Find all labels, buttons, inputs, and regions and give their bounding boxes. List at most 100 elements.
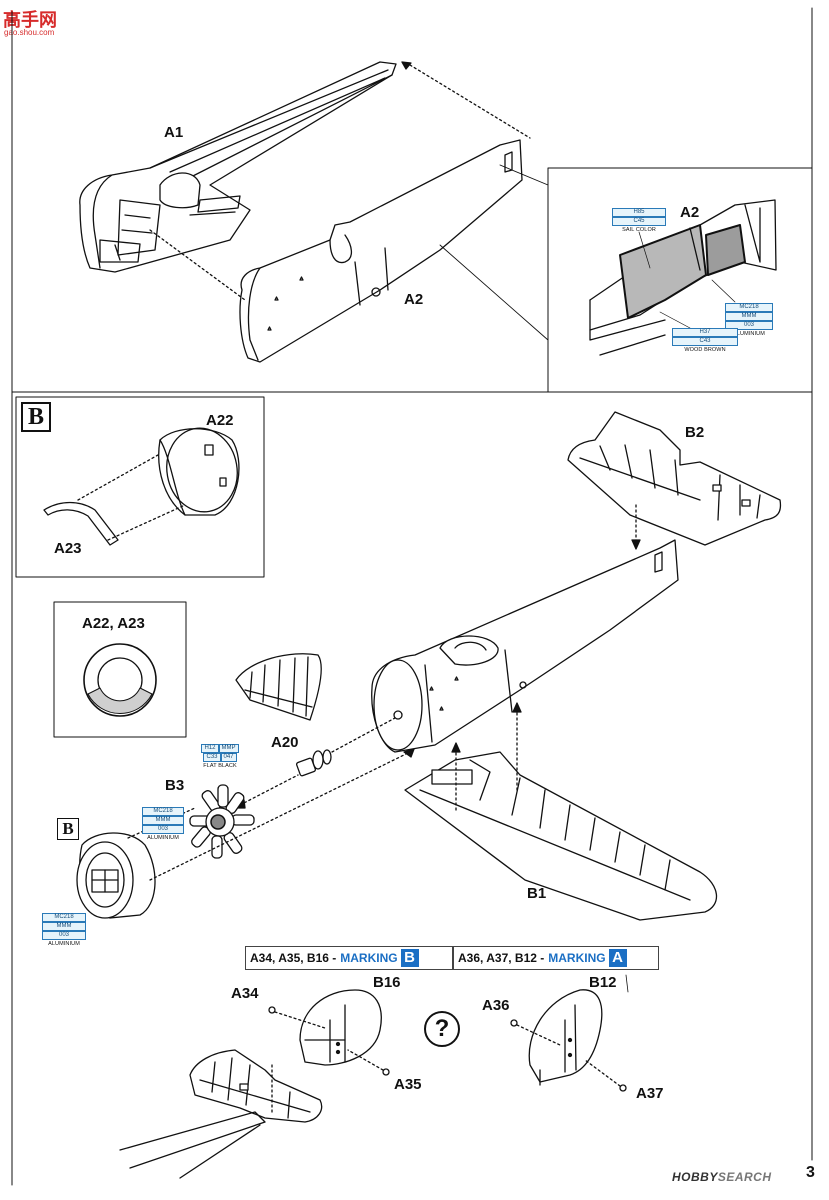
label-a34: A34	[231, 985, 259, 1002]
step-b-callout-marker: B	[57, 818, 79, 840]
paint-code-mmp: MMP	[218, 744, 239, 753]
tailplane	[189, 1049, 323, 1123]
paint-code-h85: H85	[612, 208, 666, 217]
paint-sail-color: H85 C45 SAIL COLOR	[612, 208, 666, 234]
rotary-engine-b3	[189, 784, 255, 859]
question-mark-icon: ?	[424, 1011, 460, 1047]
label-b3: B3	[165, 777, 185, 794]
label-a2: A2	[404, 291, 424, 308]
b-assembly-line-1	[77, 454, 159, 501]
ring-half-a23	[43, 501, 119, 546]
paint-name-aluminium-cowl: ALUMINIUM	[48, 941, 80, 947]
a20-line	[331, 717, 396, 753]
ring-shaded-half	[87, 687, 153, 715]
prop-shaft-a20	[296, 749, 332, 777]
cowling-ring-a22	[158, 427, 240, 516]
fuselage-half-a2	[239, 139, 523, 363]
paint-code-c43: C43	[672, 337, 738, 346]
paint-name-flat-black: FLAT BLACK	[203, 763, 237, 769]
paint-aluminium-cowling: MC218 MMM 003 ALUMINIUM	[42, 913, 86, 948]
paint-code-047: 047	[220, 753, 237, 762]
label-a22-a23: A22, A23	[82, 615, 145, 632]
label-b16: B16	[373, 974, 401, 991]
paint-code-003-engine: 003	[142, 825, 184, 834]
watermark-logo: 高手网	[3, 10, 57, 30]
a37-line	[584, 1059, 621, 1087]
marking-a-parts: A36, A37, B12 -	[458, 951, 545, 965]
a36-line	[516, 1024, 561, 1046]
b3-line	[239, 774, 299, 806]
paint-name-aluminium-engine: ALUMINIUM	[147, 835, 179, 841]
a35-line	[347, 1049, 384, 1071]
marking-b-badge: B	[400, 949, 419, 967]
upper-wing-b2	[567, 411, 782, 546]
tail-wing-piece	[235, 653, 322, 721]
label-a1: A1	[164, 124, 184, 141]
part-a35-nub	[382, 1068, 390, 1076]
paint-flat-black: H12 MMP C33 047 FLAT BLACK	[197, 744, 243, 770]
paint-code-mc218-cowl: MC218	[42, 913, 86, 922]
a2-assembly-line	[409, 64, 531, 139]
fuselage-assembled	[371, 539, 679, 753]
paint-aluminium-inset: MC218 MMM 003 ALUMINIUM	[725, 303, 773, 338]
paint-code-003-cowl: 003	[42, 931, 86, 940]
b1-arrow-right	[512, 702, 522, 713]
cowling-arrow	[403, 748, 415, 758]
paint-code-mmm-cowl: MMM	[42, 922, 86, 931]
part-a36-nub	[510, 1019, 518, 1027]
step-b-marker: B	[21, 402, 51, 432]
paint-name-sail: SAIL COLOR	[622, 227, 656, 233]
label-a37: A37	[636, 1085, 664, 1102]
paint-name-aluminium: ALUMINIUM	[733, 331, 765, 337]
marking-b-header: A34, A35, B16 - MARKING B	[245, 946, 453, 970]
marking-a-header: A36, A37, B12 - MARKING A	[453, 946, 659, 970]
paint-code-003: 003	[725, 321, 773, 330]
lower-wing-b1	[404, 751, 718, 921]
alu-inset-leader	[711, 279, 736, 303]
marking-a-badge: A	[608, 949, 627, 967]
cowling	[76, 832, 156, 919]
paint-code-c45: C45	[612, 217, 666, 226]
brand-hobby: HOBBY	[672, 1170, 718, 1184]
wood-leader	[659, 311, 691, 329]
label-b12: B12	[589, 974, 617, 991]
cowling-line	[149, 751, 411, 881]
brand-search: SEARCH	[717, 1170, 772, 1184]
paint-code-h37: H37	[672, 328, 738, 337]
b1-arrow-left	[451, 742, 461, 753]
inset-callout-line-1	[439, 244, 549, 341]
paint-code-mc218: MC218	[725, 303, 773, 312]
paint-code-mmm-engine: MMM	[142, 816, 184, 825]
inset-callout-line-2	[499, 164, 549, 186]
marking-b-parts: A34, A35, B16 -	[250, 951, 337, 965]
label-a20: A20	[271, 734, 299, 751]
fuselage-half-a1	[79, 61, 397, 273]
label-a2-inset: A2	[680, 204, 700, 221]
marking-a-word: MARKING	[548, 951, 606, 965]
hobbysearch-watermark: HOBBYSEARCH	[672, 1170, 772, 1184]
label-a35: A35	[394, 1076, 422, 1093]
watermark-url: gao.shou.com	[4, 28, 55, 37]
paint-code-mc218-engine: MC218	[142, 807, 184, 816]
paint-code-c33: C33	[203, 753, 221, 762]
paint-code-h12: H12	[201, 744, 219, 753]
rudder-b16	[299, 989, 382, 1066]
part-a34-nub	[268, 1006, 276, 1014]
label-a22: A22	[206, 412, 234, 429]
part-a37-nub	[619, 1084, 627, 1092]
paint-aluminium-engine: MC218 MMM 003 ALUMINIUM	[142, 807, 184, 842]
page-number: 3	[806, 1164, 815, 1181]
sail-leader	[638, 231, 651, 269]
marking-b-word: MARKING	[340, 951, 398, 965]
label-b1: B1	[527, 885, 547, 902]
b12-leader	[625, 974, 629, 993]
label-b2: B2	[685, 424, 705, 441]
paint-name-wood: WOOD BROWN	[684, 347, 726, 353]
b-assembly-line-2	[107, 504, 186, 541]
b2-arrow	[631, 539, 641, 550]
rear-fuselage-lines	[119, 1111, 266, 1179]
a1-a2-alignment-line	[149, 229, 246, 301]
rudder-b12	[528, 989, 603, 1086]
inset-a2-detail	[589, 199, 777, 356]
